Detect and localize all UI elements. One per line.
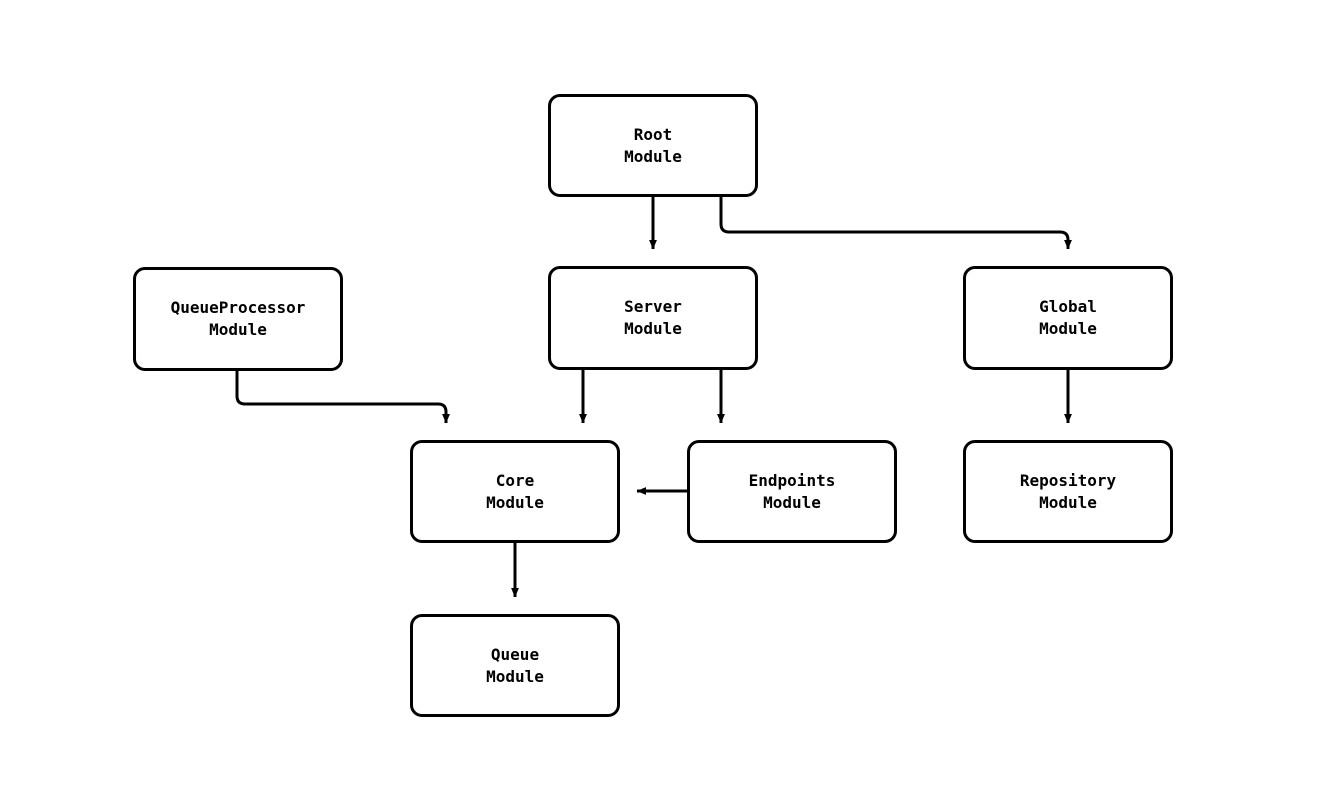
node-endpoints-label-line2: Module	[763, 492, 821, 512]
node-repository-label-line1: Repository	[1019, 470, 1117, 490]
node-root-label-line1: Root	[633, 124, 673, 144]
edge-queueprocessor-to-core	[235, 371, 450, 424]
node-global-label-line2: Module	[1039, 319, 1097, 338]
node-queue-label-line2: Module	[486, 666, 544, 686]
node-queue-label-line1: Queue	[490, 644, 540, 664]
node-queueprocessor-label-line2: Module	[209, 320, 267, 339]
node-server-label-line1: Server	[624, 297, 682, 316]
node-core-label-line2: Module	[486, 492, 544, 512]
node-root-label-line2: Module	[624, 146, 682, 166]
node-queueprocessor-label-line1: QueueProcessor	[170, 298, 306, 317]
edge-root-to-global	[719, 197, 1072, 250]
node-endpoints-label-line1: Endpoints	[748, 470, 836, 490]
node-core-label-line1: Core	[495, 470, 535, 490]
node-repository-label-line2: Module	[1039, 492, 1097, 512]
node-server-label-line2: Module	[624, 319, 682, 338]
node-global-label-line1: Global	[1039, 297, 1097, 316]
